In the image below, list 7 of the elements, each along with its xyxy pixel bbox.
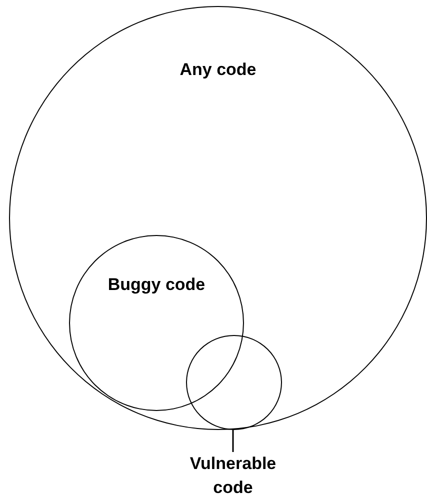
set-circle: [186, 335, 282, 430]
set-circle: [9, 6, 427, 430]
callout-label: Vulnerable code: [178, 452, 288, 500]
set-circle: [69, 235, 244, 411]
set-label: Any code: [178, 59, 258, 81]
set-label: Buggy code: [106, 274, 206, 296]
leader-line: [232, 429, 234, 452]
